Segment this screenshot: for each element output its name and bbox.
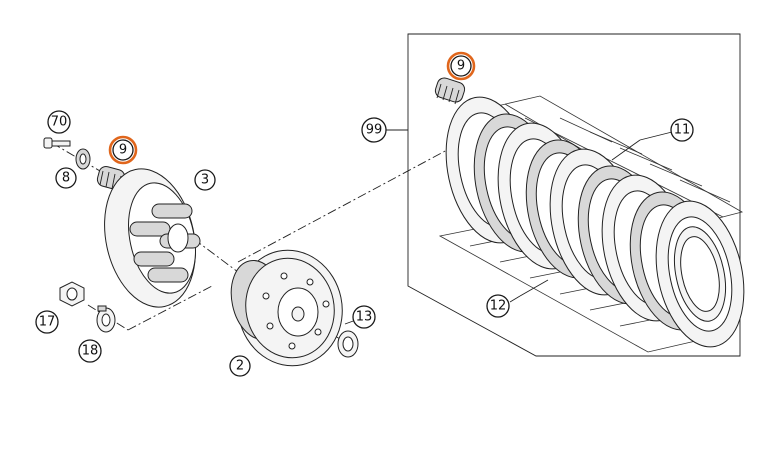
thrust-washer (337, 330, 359, 358)
lock-washer (96, 305, 116, 333)
callout-99: 99 (361, 117, 387, 143)
spring-kit (434, 77, 466, 105)
svg-text:8: 8 (62, 171, 70, 186)
pressure-plate (104, 168, 201, 308)
callout-3: 3 (194, 169, 216, 191)
svg-text:11: 11 (674, 123, 691, 138)
callout-9-highlighted: 9 (108, 135, 138, 165)
svg-text:18: 18 (82, 344, 99, 359)
clutch-kit-frame (386, 33, 741, 357)
svg-text:3: 3 (201, 173, 209, 188)
callout-8: 8 (55, 167, 77, 189)
callout-70: 70 (47, 110, 71, 134)
callout-leaders (344, 131, 673, 325)
svg-text:9: 9 (119, 143, 127, 158)
svg-text:17: 17 (39, 315, 56, 330)
callout-2: 2 (229, 355, 251, 377)
callout-18: 18 (78, 339, 102, 363)
callout-13: 13 (352, 305, 376, 329)
svg-text:12: 12 (490, 299, 507, 314)
svg-text:99: 99 (366, 123, 383, 138)
clutch-hub (230, 249, 343, 367)
clutch-plate-stack (438, 95, 745, 353)
screw (43, 137, 71, 149)
clutch-plate (655, 200, 745, 348)
nut (75, 148, 91, 170)
svg-text:2: 2 (236, 359, 244, 374)
callout-12: 12 (486, 294, 510, 318)
callout-17: 17 (35, 310, 59, 334)
callout-9-kit-highlighted: 9 (446, 51, 476, 81)
svg-text:13: 13 (356, 310, 373, 325)
svg-text:70: 70 (51, 115, 68, 130)
svg-text:9: 9 (457, 59, 465, 74)
callout-11: 11 (670, 118, 694, 142)
clutch-nut (59, 281, 85, 307)
